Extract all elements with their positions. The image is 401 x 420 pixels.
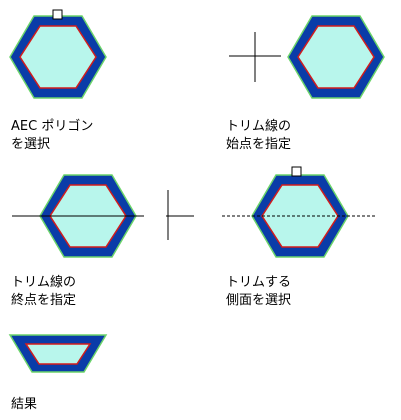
caption-line-1: トリム線の xyxy=(11,275,77,290)
caption-step-2: トリム線の 始点を指定 xyxy=(226,118,291,154)
panel-select-polygon xyxy=(9,9,107,99)
caption-line-2: 始点を指定 xyxy=(226,137,292,152)
caption-line-2: 終点を指定 xyxy=(11,293,77,308)
panel-trim-end xyxy=(12,174,194,258)
caption-line-1: トリム線の xyxy=(226,119,292,134)
caption-step-5: 結果 xyxy=(11,396,37,414)
hexagon-inner xyxy=(19,25,97,89)
caption-line-1: 結果 xyxy=(11,397,38,412)
panel-trim-start xyxy=(229,15,385,99)
panel-result xyxy=(8,334,108,373)
hexagon-inner xyxy=(297,25,375,89)
panel-select-side xyxy=(222,166,376,258)
grip-marker xyxy=(52,9,63,20)
caption-step-4: トリムする 側面を選択 xyxy=(226,274,291,310)
pick-box-cursor xyxy=(291,166,302,177)
caption-line-1: AEC ポリゴン xyxy=(11,119,94,134)
caption-line-2: を選択 xyxy=(11,137,51,152)
caption-line-1: トリムする xyxy=(226,275,292,290)
caption-step-1: AEC ポリゴン を選択 xyxy=(11,118,93,154)
trimmed-polygon-inner xyxy=(24,343,92,365)
caption-line-2: 側面を選択 xyxy=(226,293,292,308)
caption-step-3: トリム線の 終点を指定 xyxy=(11,274,76,310)
